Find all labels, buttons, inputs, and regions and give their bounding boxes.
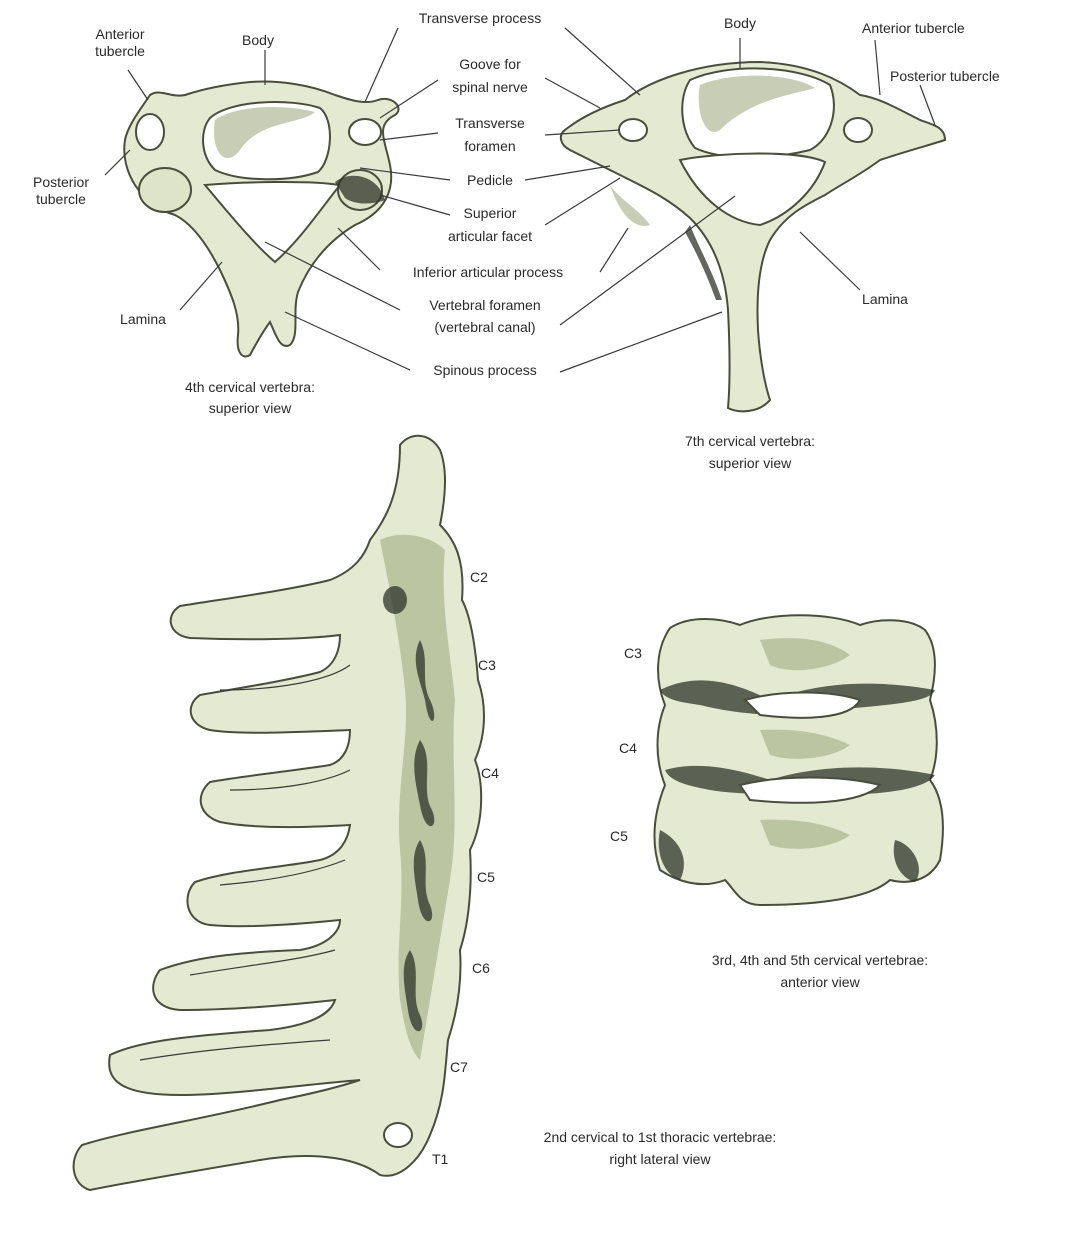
label-posterior-tubercle-c4: Posterior tubercle	[32, 174, 90, 207]
label-body-c4: Body	[242, 32, 274, 48]
label-anterior-tubercle-c7: Anterior tubercle	[862, 20, 965, 36]
label-superior-facet-line1: Superior	[463, 205, 517, 221]
level-label-c3: C3	[478, 657, 496, 673]
level-label-c4: C4	[481, 765, 499, 781]
caption-lateral-line2: right lateral view	[609, 1151, 711, 1167]
leader-lines	[104, 27, 936, 373]
label-superior-facet-line2: articular facet	[447, 228, 533, 244]
label-transverse-foramen-line2: foramen	[464, 138, 516, 154]
label-lamina-c7: Lamina	[862, 291, 908, 307]
level-label-c5: C5	[477, 869, 495, 885]
label-spinous-process: Spinous process	[433, 362, 537, 378]
label-groove-line1: Goove for	[459, 56, 521, 72]
label-posterior-tubercle-c7: Posterior tubercle	[890, 68, 1000, 84]
label-groove-line2: spinal nerve	[452, 79, 528, 95]
label-lamina-c4: Lamina	[120, 311, 166, 327]
caption-c7-line2: superior view	[708, 455, 792, 471]
level-label-c7: C7	[450, 1059, 468, 1075]
anterior-level-label-c5: C5	[610, 828, 628, 844]
label-transverse-process: Transverse process	[418, 10, 542, 26]
anterior-level-label-c4: C4	[619, 740, 637, 756]
level-label-t1: T1	[432, 1151, 449, 1167]
level-label-c2: C2	[470, 569, 488, 585]
label-transverse-foramen-line1: Transverse	[455, 115, 525, 131]
label-vertebral-foramen-line1: Vertebral foramen	[429, 297, 541, 313]
caption-c4-line1: 4th cervical vertebra:	[185, 379, 315, 395]
caption-c7-line1: 7th cervical vertebra:	[685, 433, 815, 449]
c4-superior-drawing	[123, 80, 400, 358]
caption-c4-line2: superior view	[208, 400, 292, 416]
caption-lateral-line1: 2nd cervical to 1st thoracic vertebrae:	[543, 1129, 777, 1145]
label-inferior-articular-process: Inferior articular process	[412, 264, 564, 280]
caption-anterior-line1: 3rd, 4th and 5th cervical vertebrae:	[711, 952, 929, 968]
level-label-c6: C6	[472, 960, 490, 976]
label-vertebral-foramen-line2: (vertebral canal)	[434, 319, 536, 335]
c7-superior-drawing	[559, 60, 947, 413]
label-anterior-tubercle-c4: Anterior tubercle	[95, 26, 145, 59]
anterior-column-drawing	[653, 614, 944, 907]
label-pedicle: Pedicle	[467, 172, 513, 188]
label-body-c7: Body	[724, 15, 756, 31]
caption-anterior-line2: anterior view	[780, 974, 860, 990]
lateral-column-drawing	[72, 434, 485, 1192]
anterior-level-label-c3: C3	[624, 645, 642, 661]
